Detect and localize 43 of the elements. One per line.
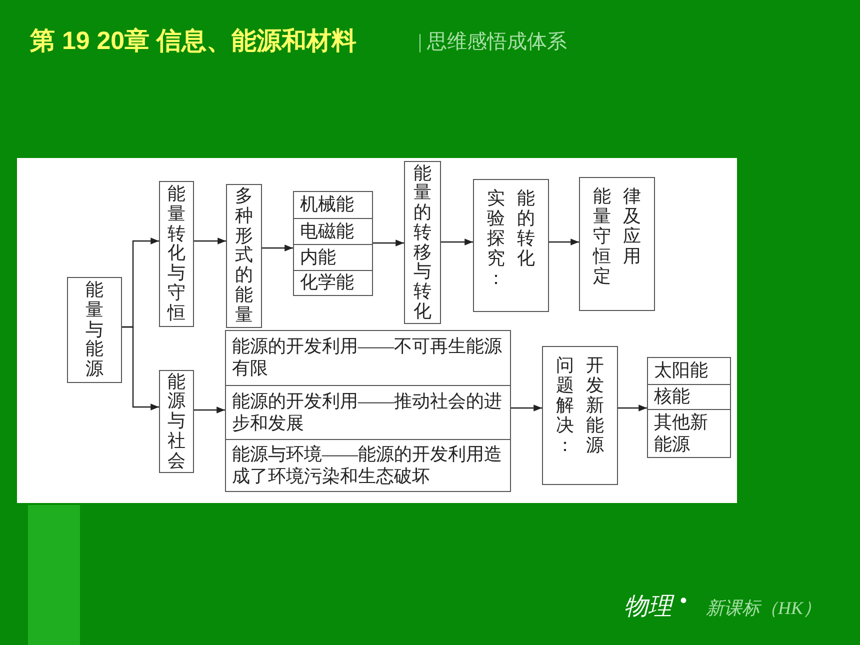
arrow (549, 238, 579, 246)
process-box (647, 357, 731, 458)
process-box (404, 161, 441, 324)
arrow (373, 240, 404, 246)
cell-text: 内能 (294, 244, 372, 270)
vertical-text: 能量与能源 (86, 280, 104, 380)
vertical-text: 能量守恒定律及应用 (593, 186, 641, 286)
process-box (293, 191, 373, 296)
footer-text: 新课标（HK） (706, 597, 822, 620)
process-box (225, 330, 511, 492)
footer-text: 物理 (624, 590, 672, 622)
cell-text: 能源的开发利用——不可再生能源有限 (231, 335, 503, 380)
subtitle-text: | 思维感悟成体系 (418, 30, 568, 55)
process-box (159, 181, 194, 327)
cell-text: 能源与环境——能源的开发利用造成了环境污染和生态破坏 (226, 439, 510, 491)
arrow (194, 406, 225, 414)
vertical-text: 能源与社会 (168, 372, 186, 471)
process-box (159, 370, 194, 473)
process-box (67, 277, 122, 383)
cell-text: 电磁能 (294, 218, 372, 244)
arrow (511, 404, 542, 412)
cell-text: 能源的开发利用——推动社会的进步和发展 (226, 385, 510, 439)
arrow (262, 244, 293, 252)
process-box (226, 184, 262, 328)
cell-text: 机械能 (299, 193, 355, 216)
process-box (579, 177, 655, 311)
title: 第 19 20章 信息、能源和材料 (30, 26, 356, 57)
vertical-text: 问题解决：开发新能源 (556, 355, 604, 455)
arrow (441, 238, 473, 246)
bullet-dot: • (680, 590, 688, 613)
arrow (194, 238, 226, 244)
vertical-text: 多种形式的能量 (235, 186, 253, 326)
process-box (473, 179, 549, 312)
vertical-text: 能量的转移与转化 (414, 163, 432, 322)
arrow (122, 326, 159, 410)
cell-text: 其他新能源 (648, 409, 730, 457)
vertical-text: 实验探究：能的转化 (487, 188, 535, 288)
cell-text: 太阳能 (653, 359, 709, 382)
process-box (542, 346, 618, 485)
cell-text: 化学能 (294, 270, 372, 295)
cell-text: 核能 (648, 384, 730, 409)
arrow (618, 404, 647, 412)
vertical-text: 能量转化与守恒 (168, 184, 186, 324)
